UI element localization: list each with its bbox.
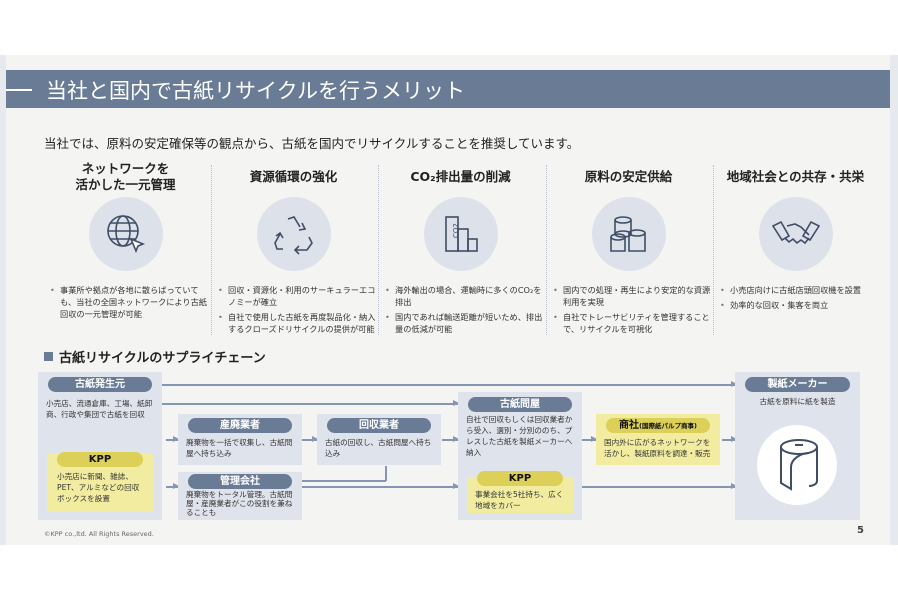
merit-circulation: 資源循環の強化 回収・資源化・利用のサーキュラーエコノミーが確立自社で使用した古… (210, 160, 377, 340)
merit-community: 地域社会との共存・共栄 小売店向けに古紙店頭回収機を設置効率的な回収・集客を両立 (712, 160, 879, 340)
kpp-box: KPP 事業会社を5社持ち、広く地域をカバー (467, 471, 573, 513)
connector-up (385, 466, 387, 481)
merit-supply: 原料の安定供給 国内での処理・再生により安定的な資源利用を実現自社でトレーサビリ… (545, 160, 712, 340)
globe-cursor-icon (88, 197, 163, 271)
collector-box: 回収業者 古紙の回収し、古紙問屋へ持ち込み (317, 414, 441, 465)
arrow-collector-to-wholesaler (442, 436, 459, 442)
square-bullet-icon (44, 352, 53, 361)
source-box: 古紙発生元 小売店、流通倉庫、工場、紙卸商、行政や集団で古紙を回収 KPP 小売… (38, 372, 162, 520)
arrow-kpp-to-management (166, 483, 179, 489)
handshake-icon (758, 197, 833, 271)
arrow-source-to-wholesaler (138, 400, 459, 406)
kpp-text: 小売店に新聞、雑誌、PET、アルミなどの回収ボックスを設置 (57, 472, 140, 503)
svg-text:CO2: CO2 (452, 223, 460, 238)
recycle-icon (256, 197, 331, 271)
merit-bullet: 国内であれば輸送距離が短いため、排出量の低減が可能 (385, 312, 544, 336)
merit-heading: 地域社会との共存・共栄 (726, 168, 865, 184)
collector-label: 回収業者 (327, 418, 431, 433)
collector-text: 古紙の回収し、古紙問屋へ持ち込み (325, 438, 432, 458)
lead-text: 当社では、原料の安定確保等の観点から、古紙を国内でリサイクルすることを推奨してい… (44, 136, 580, 151)
merit-heading: ネットワークを 活かした一元管理 (75, 160, 176, 192)
kpp-text: 事業会社を5社持ち、広く地域をカバー (475, 490, 564, 510)
wholesaler-text: 自社で回収もしくは回収業者から受入、選別・分別ののち、プレスした古紙を製紙メーカ… (466, 415, 573, 457)
trading-text: 国内外に広がるネットワークを活かし、製紙原料を調達・販売 (604, 438, 711, 458)
kpp-box: KPP 小売店に新聞、雑誌、PET、アルミなどの回収ボックスを設置 (47, 452, 153, 512)
merit-heading: 資源循環の強化 (249, 168, 338, 184)
divider (211, 165, 212, 335)
wholesaler-label: 古紙問屋 (468, 397, 572, 412)
merit-bullet: 回収・資源化・利用のサーキュラーエコノミーが確立 (218, 285, 377, 309)
merit-co2: CO₂排出量の削減 CO2 海外輸出の場合、運輸時に多くのCO₂を排出国内であれ… (377, 160, 544, 340)
merit-bullet: 自社でトレーサビリティを管理することで、リサイクルを可視化 (553, 312, 712, 336)
merit-bullet: 事業所や拠点が各地に散らばっていても、当社の全国ネットワークにより古紙回収の一元… (50, 285, 209, 321)
arrow-trading-to-maker (722, 436, 737, 442)
paper-roll-icon (757, 425, 837, 505)
arrow-management-to-wholesaler (302, 483, 459, 489)
kpp-label: KPP (477, 471, 563, 486)
maker-text: 古紙を原料に紙を製造 (759, 397, 836, 406)
management-label: 管理会社 (188, 474, 292, 489)
management-text: 廃棄物をトータル管理。古紙問屋・産廃業者がこの役割を兼ねることも (186, 490, 293, 518)
slide: 当社と国内で古紙リサイクルを行うメリット 当社では、原料の安定確保等の観点から、… (0, 55, 898, 545)
maker-box: 製紙メーカー 古紙を原料に紙を製造 (735, 372, 860, 520)
arrow-industrial-to-collector (302, 436, 318, 442)
merit-bullet: 国内での処理・再生により安定的な資源利用を実現 (553, 285, 712, 309)
management-box: 管理会社 廃棄物をトータル管理。古紙問屋・産廃業者がこの役割を兼ねることも (178, 472, 302, 520)
merit-bullet: 海外輸出の場合、運輸時に多くのCO₂を排出 (385, 285, 544, 309)
divider (378, 165, 379, 335)
source-text: 小売店、流通倉庫、工場、紙卸商、行政や集団で古紙を回収 (46, 399, 153, 419)
merit-heading: 原料の安定供給 (584, 168, 673, 184)
trading-box: 商社(国際紙パルプ商事) 国内外に広がるネットワークを活かし、製紙原料を調達・販… (596, 414, 720, 465)
merit-bullet: 効率的な回収・集客を両立 (720, 300, 879, 312)
merit-bullet: 小売店向けに古紙店頭回収機を設置 (720, 285, 879, 297)
industrial-box: 産廃業者 廃棄物を一括で収集し、古紙問屋へ持ち込み (178, 414, 302, 465)
kpp-label: KPP (57, 452, 143, 467)
title-dash (6, 89, 32, 91)
supply-chain-heading: 古紙リサイクルのサプライチェーン (44, 347, 266, 366)
page-number: 5 (857, 525, 864, 536)
supply-chain-title: 古紙リサイクルのサプライチェーン (59, 351, 266, 366)
divider (713, 165, 714, 335)
connector (302, 480, 386, 482)
copyright: ©KPP co.,ltd. All Rights Reserved. (44, 530, 154, 538)
co2-bars-icon: CO2 (423, 197, 498, 271)
arrow-source-to-maker (138, 381, 737, 387)
wholesaler-box: 古紙問屋 自社で回収もしくは回収業者から受入、選別・分別ののち、プレスした古紙を… (458, 392, 582, 520)
maker-label: 製紙メーカー (745, 377, 850, 392)
source-label: 古紙発生元 (48, 377, 152, 392)
merit-heading: CO₂排出量の削減 (410, 168, 511, 184)
paper-rolls-icon (591, 197, 666, 271)
arrow-kpp-to-maker (582, 483, 737, 489)
industrial-label: 産廃業者 (188, 418, 292, 433)
arrow-wholesaler-to-trading (582, 436, 597, 442)
divider (546, 165, 547, 335)
industrial-text: 廃棄物を一括で収集し、古紙問屋へ持ち込み (186, 438, 293, 458)
page-title: 当社と国内で古紙リサイクルを行うメリット (46, 79, 465, 103)
trading-label: 商社(国際紙パルプ商事) (606, 418, 710, 433)
title-bar: 当社と国内で古紙リサイクルを行うメリット (6, 70, 890, 108)
merit-bullet: 自社で使用した古紙を再度製品化・納入するクローズドリサイクルの提供が可能 (218, 312, 377, 336)
arrow-source-to-industrial (166, 436, 179, 442)
merit-network: ネットワークを 活かした一元管理 事業所や拠点が各地に散らばっていても、当社の全… (42, 160, 209, 340)
